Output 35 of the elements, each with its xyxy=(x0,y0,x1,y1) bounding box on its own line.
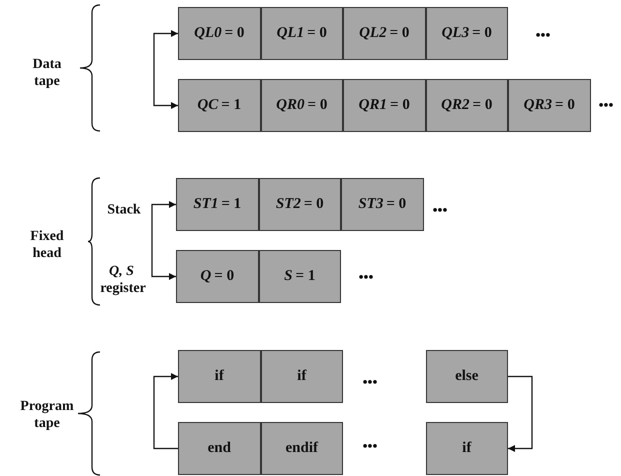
ellipsis: ••• xyxy=(432,202,448,220)
tape-cell: else xyxy=(426,350,508,403)
tape-cell: endif xyxy=(260,422,343,475)
section-label: Q, S register xyxy=(99,263,147,297)
arrow xyxy=(508,376,533,452)
tape-cell: QL1 = 0 xyxy=(260,7,343,60)
arrow xyxy=(153,373,178,450)
ellipsis: ••• xyxy=(534,28,552,44)
tape-cell: QL0 = 0 xyxy=(178,7,260,60)
tape-cell: if xyxy=(426,422,508,475)
tape-cell: QR1 = 0 xyxy=(343,79,426,132)
ellipsis: ••• xyxy=(598,98,614,114)
tape-cell: QL2 = 0 xyxy=(343,7,426,60)
tape-cell: if xyxy=(260,350,343,403)
tape-cell: end xyxy=(178,422,260,475)
tape-cell: QR2 = 0 xyxy=(426,79,508,132)
ellipsis: ••• xyxy=(362,438,378,456)
section-label: Program tape xyxy=(19,398,75,432)
arrow xyxy=(153,30,178,109)
tape-cell: if xyxy=(178,350,260,403)
tape-cell: QC = 1 xyxy=(178,79,260,132)
section-label: Fixed head xyxy=(29,228,65,262)
section-label: Stack xyxy=(106,202,142,218)
section-label: Data tape xyxy=(32,56,62,90)
tape-cell: Q = 0 xyxy=(176,250,258,303)
ellipsis: ••• xyxy=(362,374,378,392)
arrow xyxy=(151,201,176,280)
tape-cell: QL3 = 0 xyxy=(426,7,508,60)
tape-cell: QR0 = 0 xyxy=(260,79,343,132)
tape-cell: ST1 = 1 xyxy=(176,178,258,231)
tape-cell: ST2 = 0 xyxy=(258,178,341,231)
tape-cell: QR3 = 0 xyxy=(508,79,590,132)
ellipsis: ••• xyxy=(358,270,374,286)
tape-cell: ST3 = 0 xyxy=(341,178,424,231)
tape-cell: S = 1 xyxy=(258,250,341,303)
